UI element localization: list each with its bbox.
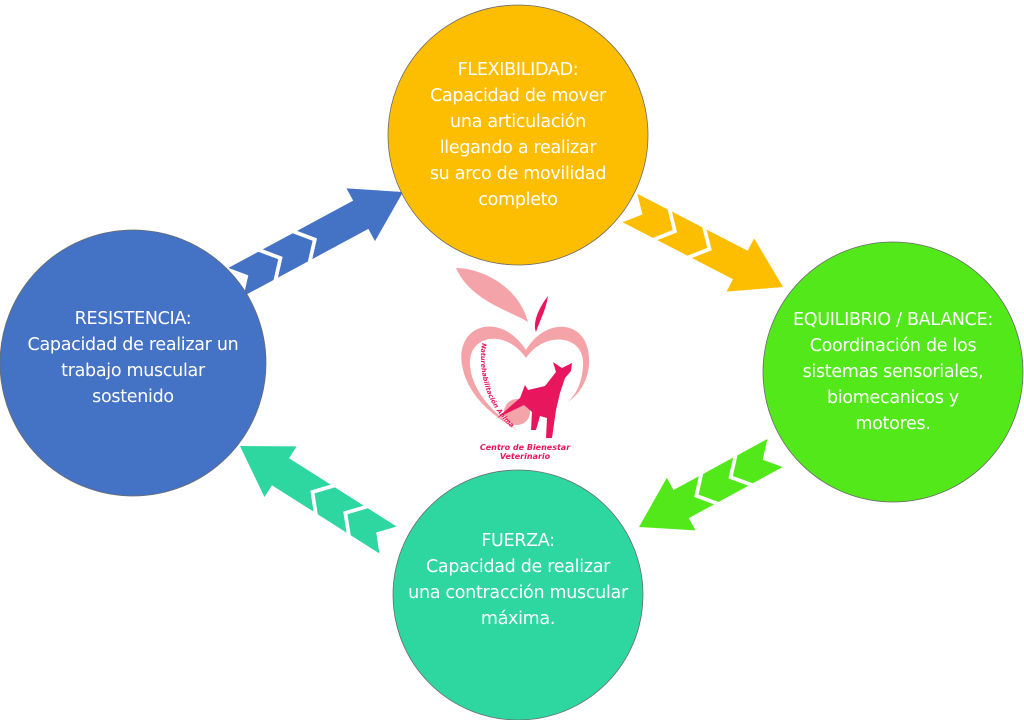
node-line: una contracción muscular bbox=[408, 583, 628, 603]
node-title: FUERZA: bbox=[481, 531, 555, 551]
node-line: una articulación bbox=[450, 112, 586, 132]
arrow-head bbox=[638, 476, 715, 531]
arrow-head bbox=[691, 229, 784, 292]
node-line: Capacidad de mover bbox=[430, 86, 606, 106]
node-line: su arco de movilidad bbox=[429, 164, 607, 184]
dog-silhouette-icon bbox=[497, 362, 572, 438]
node-equilibrio: EQUILIBRIO / BALANCE: Coordinación de lo… bbox=[773, 262, 1013, 482]
node-circle-flexibilidad bbox=[387, 4, 649, 266]
node-title: FLEXIBILIDAD: bbox=[457, 60, 579, 80]
arrow-chevron bbox=[622, 193, 673, 238]
node-circle-resistencia bbox=[0, 229, 267, 497]
node-line: biomecanicos y bbox=[827, 388, 959, 408]
arrow-chevron bbox=[657, 211, 708, 256]
arrow-fuerza-to-resistencia bbox=[240, 446, 397, 554]
node-line: Capacidad de realizar bbox=[425, 557, 611, 577]
node-line: trabajo muscular bbox=[61, 361, 205, 381]
arrow-head bbox=[297, 188, 404, 260]
node-title: EQUILIBRIO / BALANCE: bbox=[793, 310, 993, 330]
ball-icon bbox=[504, 399, 530, 425]
node-line: llegando a realizar bbox=[439, 138, 597, 158]
arrow-head bbox=[240, 446, 331, 512]
node-fuerza: FUERZA: Capacidad de realizar una contra… bbox=[393, 490, 643, 670]
node-line: motores. bbox=[855, 414, 931, 434]
node-circle-equilibrio bbox=[762, 241, 1024, 503]
leaf-icon bbox=[456, 268, 528, 322]
node-resistencia: RESISTENCIA: Capacidad de realizar un tr… bbox=[10, 260, 256, 456]
arrow-equilibrio-to-fuerza bbox=[638, 438, 783, 531]
node-line: completo bbox=[478, 190, 558, 210]
node-title: RESISTENCIA: bbox=[74, 309, 192, 329]
node-line: Capacidad de realizar un bbox=[27, 335, 239, 355]
arrow-chevron bbox=[732, 438, 783, 484]
arrow-chevron bbox=[698, 457, 749, 502]
node-line: Coordinación de los bbox=[809, 336, 977, 356]
arrow-chevron bbox=[262, 233, 313, 278]
node-line: máxima. bbox=[480, 609, 556, 629]
arrow-chevron bbox=[228, 251, 279, 297]
heart-outline-icon bbox=[461, 326, 590, 432]
logo-caption: Centro de Bienestar Veterinario bbox=[479, 443, 571, 461]
arrow-resistencia-to-flexibilidad bbox=[228, 188, 404, 297]
droplet-icon bbox=[534, 296, 548, 332]
node-circle-fuerza bbox=[392, 469, 644, 720]
node-line: sostenido bbox=[92, 387, 174, 407]
node-flexibilidad: FLEXIBILIDAD: Capacidad de mover una art… bbox=[408, 25, 628, 245]
arrow-chevron bbox=[314, 487, 364, 533]
arrow-chevron bbox=[347, 508, 397, 554]
node-line: sistemas sensoriales, bbox=[802, 362, 984, 382]
arrow-flexibilidad-to-equilibrio bbox=[622, 193, 784, 292]
